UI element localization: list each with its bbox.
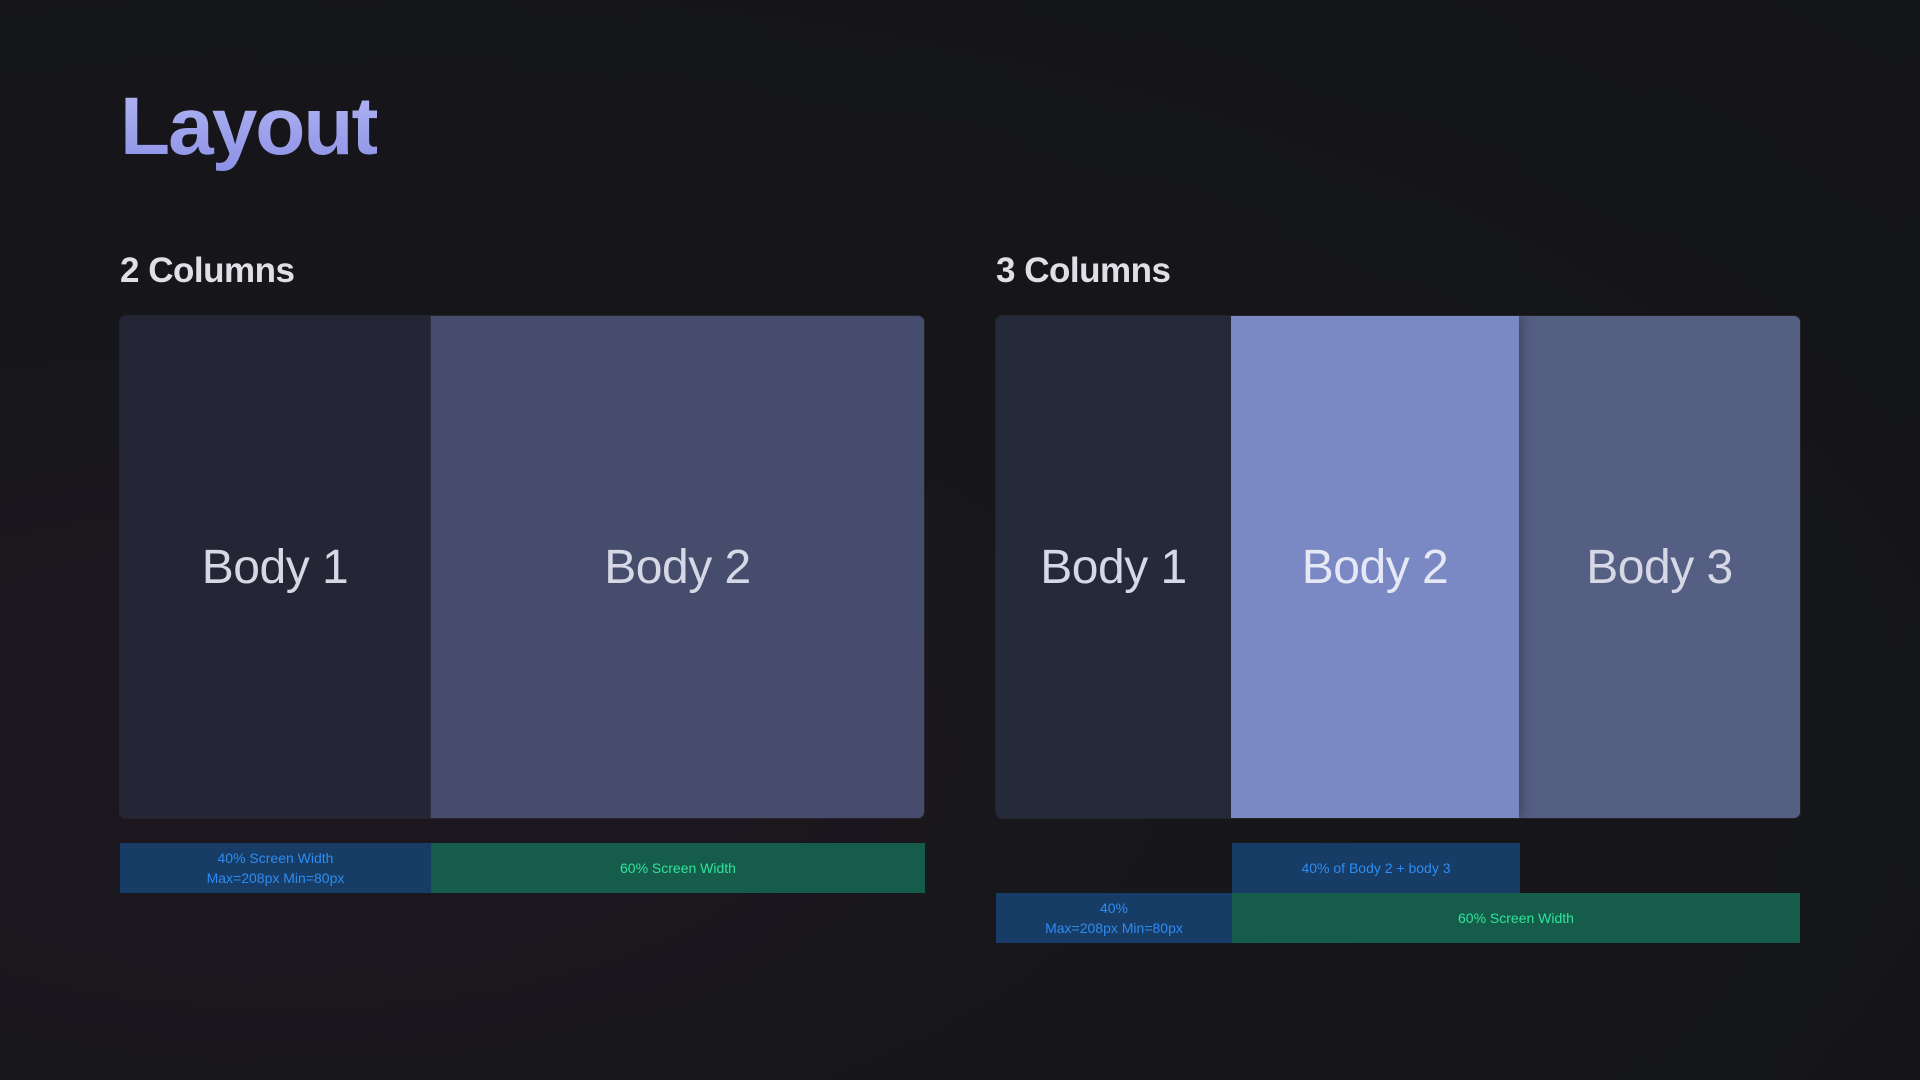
- three-col-body-1-label: Body 1: [1040, 540, 1187, 594]
- three-col-annotation-40-line2: Max=208px Min=80px: [1045, 920, 1183, 936]
- three-column-layout-panel: Body 1 Body 2 Body 3: [996, 316, 1800, 818]
- two-col-annotation-40-line1: 40% Screen Width: [217, 850, 334, 866]
- three-col-body-2-label: Body 2: [1301, 540, 1449, 594]
- two-col-body-2-label: Body 2: [604, 540, 751, 594]
- two-columns-heading: 2 Columns: [120, 251, 295, 290]
- three-col-annotation-40-line1: 40%: [1099, 900, 1128, 916]
- two-col-width-annotation-60: 60% Screen Width: [431, 843, 925, 893]
- two-col-annotation-40-line2: Max=208px Min=80px: [206, 870, 345, 886]
- three-col-width-annotation-60: 60% Screen Width: [1232, 893, 1800, 943]
- two-col-annotation-60-label: 60% Screen Width: [620, 860, 736, 876]
- page-title: Layout: [120, 81, 379, 172]
- three-col-width-annotation-40: 40% Max=208px Min=80px: [996, 893, 1232, 943]
- three-col-body2-annotation-label: 40% of Body 2 + body 3: [1301, 860, 1451, 876]
- three-col-body-2: Body 2: [1231, 316, 1519, 818]
- three-col-body-1: Body 1: [996, 316, 1231, 818]
- three-col-body-3: Body 3: [1519, 316, 1800, 818]
- two-column-layout-panel: Body 1 Body 2: [120, 316, 924, 818]
- two-col-width-annotation-40: 40% Screen Width Max=208px Min=80px: [120, 843, 431, 893]
- three-col-annotation-60-label: 60% Screen Width: [1458, 910, 1574, 926]
- three-col-body-3-label: Body 3: [1586, 540, 1733, 594]
- two-col-body-1-label: Body 1: [201, 540, 349, 594]
- three-columns-heading: 3 Columns: [996, 251, 1171, 290]
- three-col-body2-width-annotation: 40% of Body 2 + body 3: [1232, 843, 1520, 893]
- two-col-body-1: Body 1: [120, 316, 431, 818]
- two-col-body-2: Body 2: [431, 316, 924, 818]
